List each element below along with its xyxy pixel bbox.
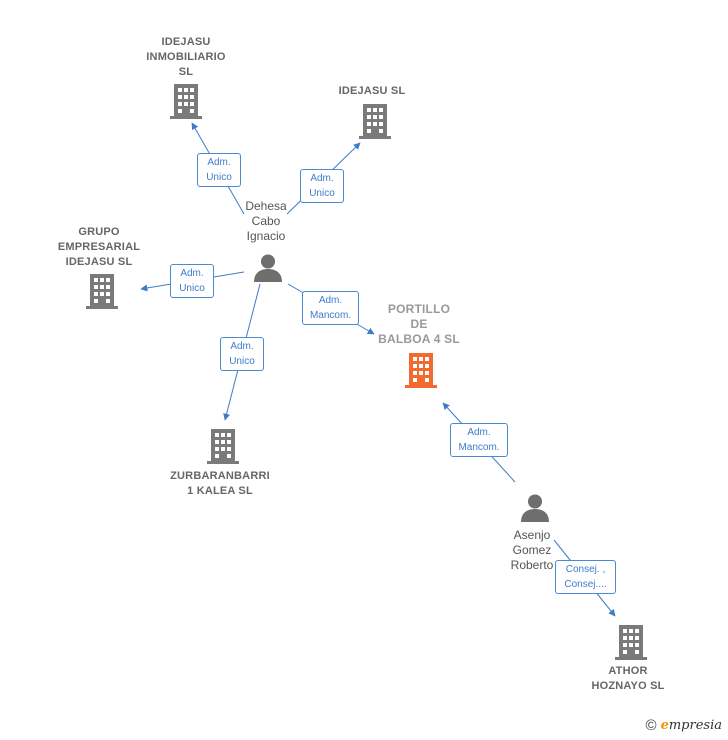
building-icon[interactable]	[359, 104, 391, 139]
building-icon[interactable]	[207, 429, 239, 464]
footer-brand: © empresia	[646, 717, 722, 734]
edge-label-adm-mancom: Adm. Mancom.	[302, 291, 359, 325]
node-label-zurbaranbarri[interactable]: ZURBARANBARRI 1 KALEA SL	[170, 470, 270, 497]
building-icon[interactable]	[170, 84, 202, 119]
edge-label-adm-mancom: Adm. Mancom.	[450, 423, 508, 457]
node-label-grupo-empresarial[interactable]: GRUPO EMPRESARIAL IDEJASU SL	[57, 226, 141, 268]
edge-label-adm-unico: Adm. Unico	[197, 153, 241, 187]
edge-label-adm-unico: Adm. Unico	[300, 169, 344, 203]
node-label-idejasu-inmobiliario[interactable]: IDEJASU INMOBILIARIO SL	[146, 36, 226, 78]
building-icon[interactable]	[615, 625, 647, 660]
node-label-athor[interactable]: ATHOR HOZNAYO SL	[591, 665, 665, 692]
edge-label-adm-unico: Adm. Unico	[170, 264, 214, 298]
person-icon[interactable]	[521, 494, 549, 523]
brand-logo: empresia	[660, 718, 722, 733]
building-icon-focus[interactable]	[405, 353, 437, 388]
person-label-asenjo[interactable]: Asenjo Gomez Roberto	[510, 528, 554, 572]
edge-label-consej: Consej. , Consej....	[555, 560, 616, 594]
person-icon[interactable]	[254, 254, 282, 283]
node-label-idejasu[interactable]: IDEJASU SL	[338, 85, 406, 97]
edge-label-adm-unico: Adm. Unico	[220, 337, 264, 371]
person-label-dehesa[interactable]: Dehesa Cabo Ignacio	[245, 199, 287, 243]
node-label-portillo[interactable]: PORTILLO DE BALBOA 4 SL	[378, 302, 460, 346]
copyright-icon: ©	[645, 717, 657, 734]
building-icon[interactable]	[86, 274, 118, 309]
